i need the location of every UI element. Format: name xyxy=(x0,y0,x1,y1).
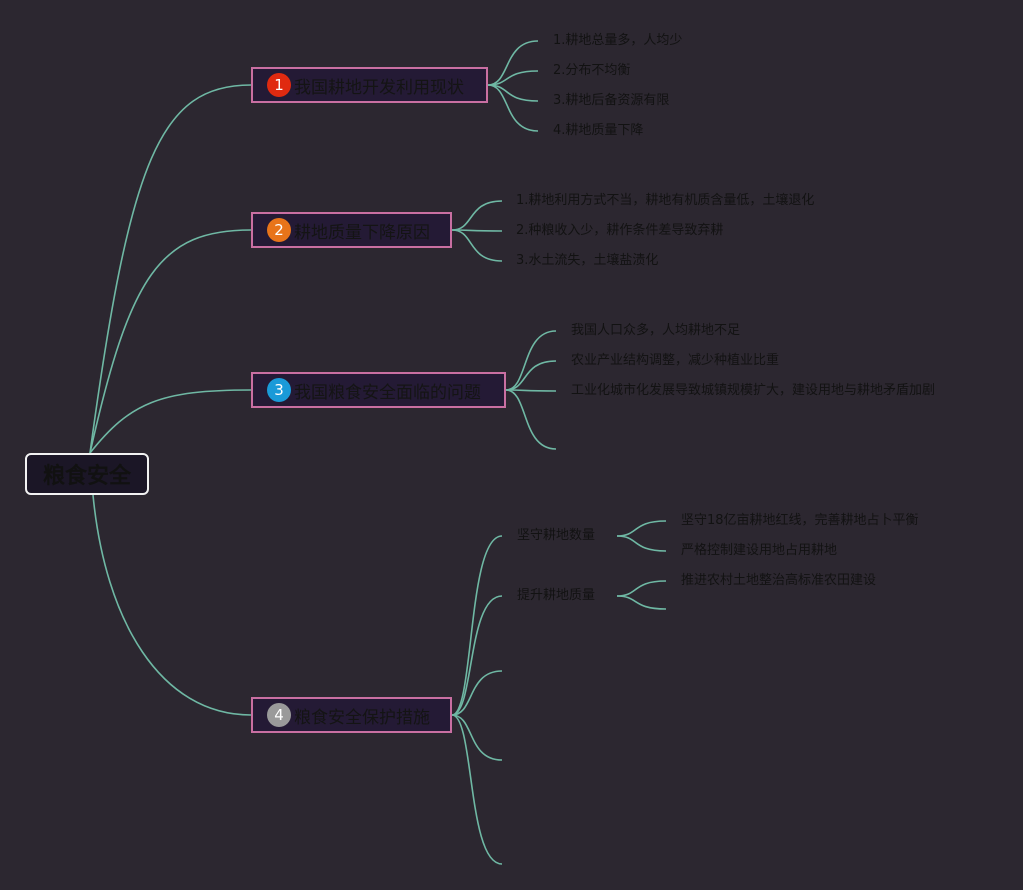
number-badge-icon: 3 xyxy=(267,378,291,402)
leaf-item[interactable]: 1.耕地总量多，人均少 xyxy=(553,33,683,48)
topic-node-3[interactable]: 3 我国粮食安全面临的问题 xyxy=(251,372,506,408)
leaf-branch-4a-0 xyxy=(616,520,667,537)
leaf-item[interactable]: 工业化城市化发展导致城镇规模扩大，建设用地与耕地矛盾加剧 xyxy=(571,383,936,398)
leaf-item[interactable]: 1.耕地利用方式不当，耕地有机质含量低，土壤退化 xyxy=(516,193,815,208)
leaf-branch-4a-1 xyxy=(616,535,667,552)
root-branch-3 xyxy=(89,389,252,454)
root-branch-1 xyxy=(89,84,252,454)
topic-label: 粮食安全保护措施 xyxy=(294,707,430,728)
leaf-branch-2-2 xyxy=(451,229,503,262)
topic-node-1[interactable]: 1 我国耕地开发利用现状 xyxy=(251,67,488,103)
leaf-item[interactable]: 2.分布不均衡 xyxy=(553,63,631,78)
topic-node-4[interactable]: 4 粮食安全保护措施 xyxy=(251,697,452,733)
leaf-item[interactable]: 3.耕地后备资源有限 xyxy=(553,93,670,108)
leaf-item[interactable]: 4.耕地质量下降 xyxy=(553,123,644,138)
root-label: 粮食安全 xyxy=(42,464,131,489)
leaf-item[interactable]: 农业产业结构调整，减少种植业比重 xyxy=(571,353,780,368)
root-branch-4 xyxy=(92,494,252,716)
sub-branch-4-0 xyxy=(451,535,503,716)
leaf-branch-3-3 xyxy=(505,389,557,450)
root-node[interactable]: 粮食安全 xyxy=(25,453,149,495)
leaf-item[interactable]: 3.水土流失，土壤盐渍化 xyxy=(516,253,659,268)
leaf-branch-4b-1 xyxy=(616,595,667,610)
number-badge-icon: 1 xyxy=(267,73,291,97)
leaf-item[interactable]: 坚守18亿亩耕地红线，完善耕地占卜平衡 xyxy=(681,513,919,528)
topic-label: 我国耕地开发利用现状 xyxy=(294,77,464,98)
subtopic-label[interactable]: 坚守耕地数量 xyxy=(517,528,596,543)
leaf-branch-3-2 xyxy=(505,389,557,392)
leaf-branch-1-3 xyxy=(487,84,539,132)
sub-branch-4-2 xyxy=(451,670,503,716)
leaf-item[interactable]: 2.种粮收入少，耕作条件差导致弃耕 xyxy=(516,223,724,238)
sub-branch-4-3 xyxy=(451,714,503,761)
sub-branch-4-4 xyxy=(451,714,503,865)
leaf-item[interactable]: 严格控制建设用地占用耕地 xyxy=(681,543,838,558)
leaf-branch-4b-0 xyxy=(616,580,667,597)
leaf-item[interactable]: 我国人口众多，人均耕地不足 xyxy=(571,323,741,338)
number-badge-icon: 4 xyxy=(267,703,291,727)
topic-label: 我国粮食安全面临的问题 xyxy=(294,382,481,403)
leaf-branch-1-0 xyxy=(487,40,539,86)
topic-node-2[interactable]: 2 耕地质量下降原因 xyxy=(251,212,452,248)
topic-label: 耕地质量下降原因 xyxy=(294,222,430,243)
root-branch-2 xyxy=(89,229,252,454)
leaf-branch-3-1 xyxy=(505,360,557,391)
number-badge-icon: 2 xyxy=(267,218,291,242)
leaf-branch-3-0 xyxy=(505,330,557,391)
sub-branch-4-1 xyxy=(451,595,503,716)
leaf-branch-2-0 xyxy=(451,200,503,231)
leaf-item[interactable]: 推进农村土地整治高标准农田建设 xyxy=(681,573,877,588)
subtopic-label[interactable]: 提升耕地质量 xyxy=(517,588,596,603)
